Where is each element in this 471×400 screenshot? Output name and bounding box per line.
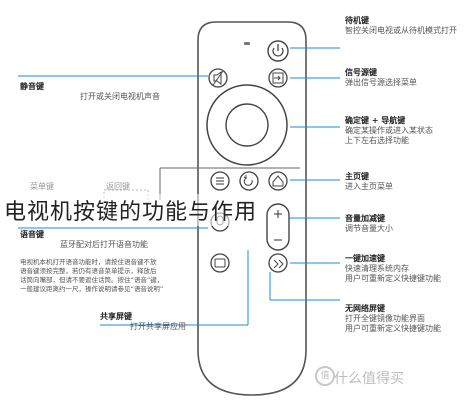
screen-share-icon (210, 253, 230, 273)
label-mute: 静音键 打开或关闭电视机声音 (20, 82, 160, 101)
mute-icon (208, 68, 228, 88)
label-menu-small: 菜单键 (30, 182, 54, 191)
ir-indicator (244, 42, 250, 45)
voice-note: 电视机本机打开语音功能时，请按住语音键不放 语音键须按完整，若仍有语音菜单提示，… (20, 258, 164, 293)
boost-icon (268, 253, 288, 273)
label-power: 待机键 智控关闭电视或从待机模式打开 (345, 16, 457, 35)
label-nav: 确定键 + 导航键 确定某操作或进入某状态 上下左右选择功能 (345, 116, 433, 145)
navigation-ring (206, 84, 288, 166)
label-screen: 无网络屏键 打开全键镜像功能界面 用户可重新定义快捷键功能 (345, 304, 441, 333)
label-voice: 语音键 蓝牙配对后打开语音功能 (20, 230, 148, 249)
overlay-title: 电视机按键的功能与作用 (4, 194, 258, 226)
label-share: 共享屏键 打开共享屏应用 (100, 312, 186, 331)
label-back-small: 返回键 (106, 182, 130, 191)
watermark-text: 什么值得买 (334, 371, 404, 387)
callout-lines (18, 47, 340, 326)
ok-button (225, 103, 269, 147)
home-icon (268, 171, 288, 191)
volume-icon (266, 203, 290, 251)
label-volume: 音量加减键 调节音量大小 (345, 214, 393, 233)
label-source: 信号源键 弹出信号源选择菜单 (345, 68, 417, 87)
menu-icon (210, 171, 230, 191)
back-icon (239, 171, 259, 191)
power-icon (267, 40, 289, 62)
watermark-icon: 值 (315, 366, 335, 386)
label-boost: 一键加速键 快速清理系统内存 用户可重新定义快捷键功能 (345, 254, 441, 283)
label-home: 主页键 进入主页菜单 (345, 172, 393, 191)
input-source-icon (268, 68, 288, 88)
